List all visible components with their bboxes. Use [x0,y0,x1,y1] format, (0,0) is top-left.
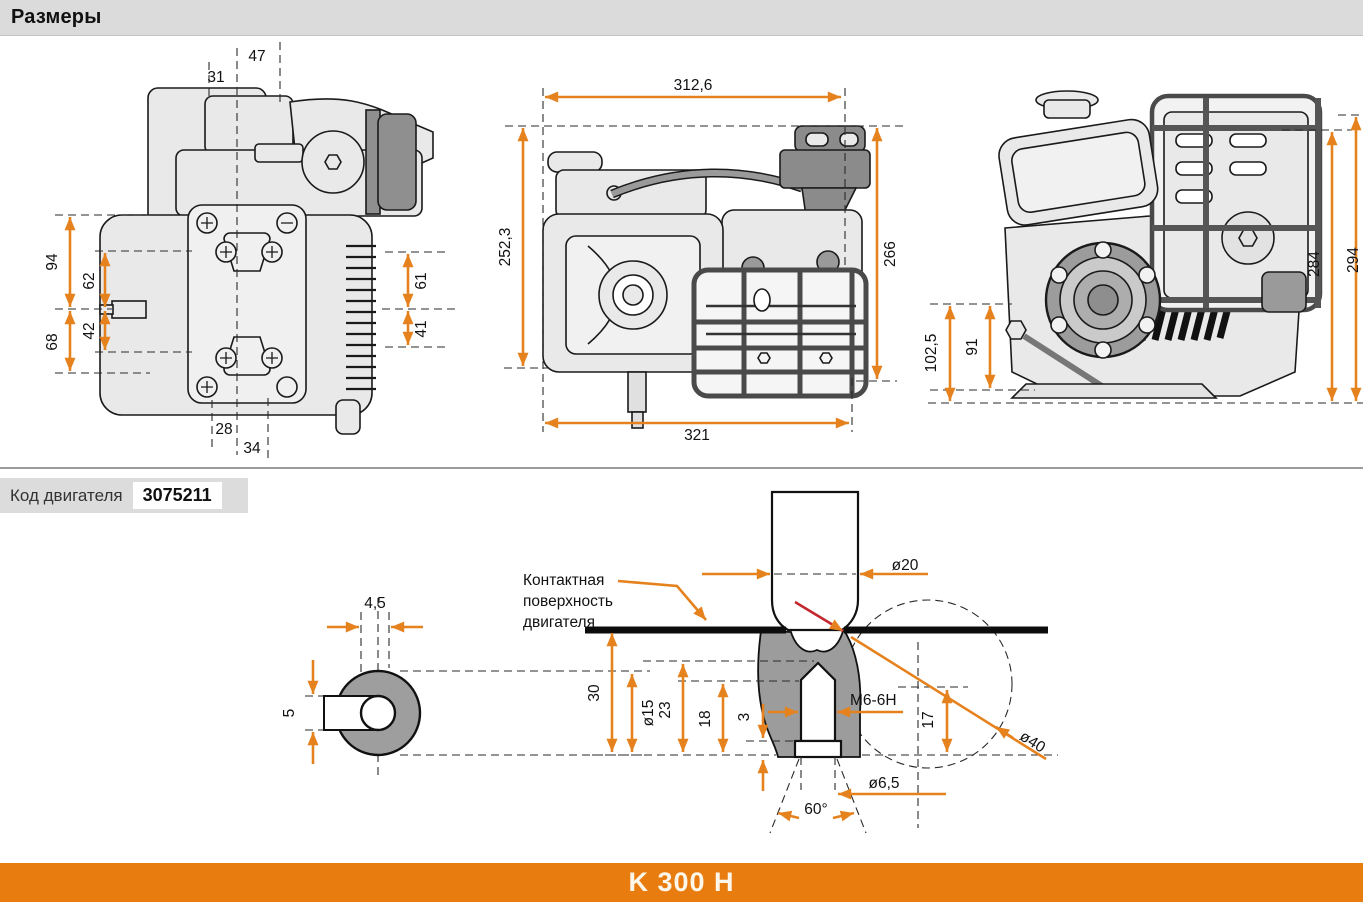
engine-code-row: Код двигателя 3075211 [0,478,248,513]
contact-surface-label-line2: поверхность [523,593,613,610]
dim-label-bottom-inner: 28 [215,421,232,438]
dim-label-offset: 17 [920,711,937,728]
section-divider [0,467,1363,469]
dim-label-left-inner-upper: 62 [81,272,98,289]
contact-surface-leader [617,579,707,621]
red-pointer-line [794,600,844,633]
engine-code-label: Код двигателя [10,485,123,505]
page-title: Размеры [11,6,102,28]
side-view-illustration [99,87,434,435]
dim-label-counterbore: 3 [736,713,753,722]
side-view-dimension-lines [55,42,455,458]
shaft-body [770,490,860,632]
dim-label-right-upper: 61 [413,272,430,289]
dim-label-right-lower: 41 [413,320,430,337]
dim-label-width-top: 312,6 [674,77,713,94]
dim-label-keyway-shaft-diameter: ø15 [640,700,657,727]
bolt-circle-leader [850,635,1047,761]
dim-label-depth-thread: 18 [697,710,714,727]
dim-label-thread: M6-6H [850,692,897,709]
dimensions-drawing: 47 31 94 62 42 68 61 41 28 34 [44,42,1363,458]
shaft-dimension-lines [606,568,953,822]
dim-label-left-outer-upper: 94 [44,253,61,271]
tapped-hole [799,661,837,743]
dim-label-rear-right-inner: 284 [1306,251,1323,277]
dim-label-width-bottom: 321 [684,427,710,444]
dim-label-cone-angle: 60° [804,801,827,818]
model-name: K 300 H [628,867,735,897]
dim-label-height-right: 266 [882,241,899,267]
dim-label-depth-total: 30 [586,684,603,702]
rear-view: 102,5 91 284 294 [923,90,1363,404]
rear-view-illustration [998,90,1323,399]
model-footer: K 300 H [0,863,1363,902]
dim-label-rear-left-outer: 102,5 [923,334,940,373]
contact-surface-label-line3: двигателя [523,614,595,631]
keyway-dimension-lines [307,621,638,764]
front-view: 312,6 252,3 266 321 [497,77,903,444]
dim-label-shaft-diameter: ø20 [892,557,919,574]
dim-label-top-inner: 31 [207,69,224,86]
shaft-detail: Контактная поверхность двигателя ø20 30 … [523,490,1058,834]
dim-label-depth-drill: 23 [657,701,674,718]
front-view-dimension-lines [504,88,903,432]
keyway-detail: 4,5 5 ø15 [281,595,657,780]
dim-label-bolt-circle: ø40 [1017,728,1049,757]
dim-label-key-depth: 5 [281,709,298,718]
dim-label-key-width: 4,5 [364,595,386,612]
rear-view-dimension-lines [928,114,1363,404]
front-view-illustration [542,125,871,429]
engine-code-value: 3075211 [132,481,222,510]
detail-drawing: 4,5 5 ø15 [281,490,1058,834]
dim-label-bottom-outer: 34 [243,440,261,457]
dim-label-rear-right-outer: 294 [1345,247,1362,273]
page-header: Размеры [0,0,1363,36]
contact-surface-label-line1: Контактная [523,572,604,589]
dim-label-rear-left-inner: 91 [964,338,981,355]
side-view: 47 31 94 62 42 68 61 41 28 34 [44,42,455,458]
dim-label-left-inner-lower: 42 [81,322,98,339]
dim-label-hole-diameter: ø6,5 [868,775,899,792]
dim-label-height-left: 252,3 [497,228,514,267]
counterbore [793,739,843,759]
dim-label-left-outer-lower: 68 [44,333,61,350]
dim-label-top-outer: 47 [248,48,265,65]
